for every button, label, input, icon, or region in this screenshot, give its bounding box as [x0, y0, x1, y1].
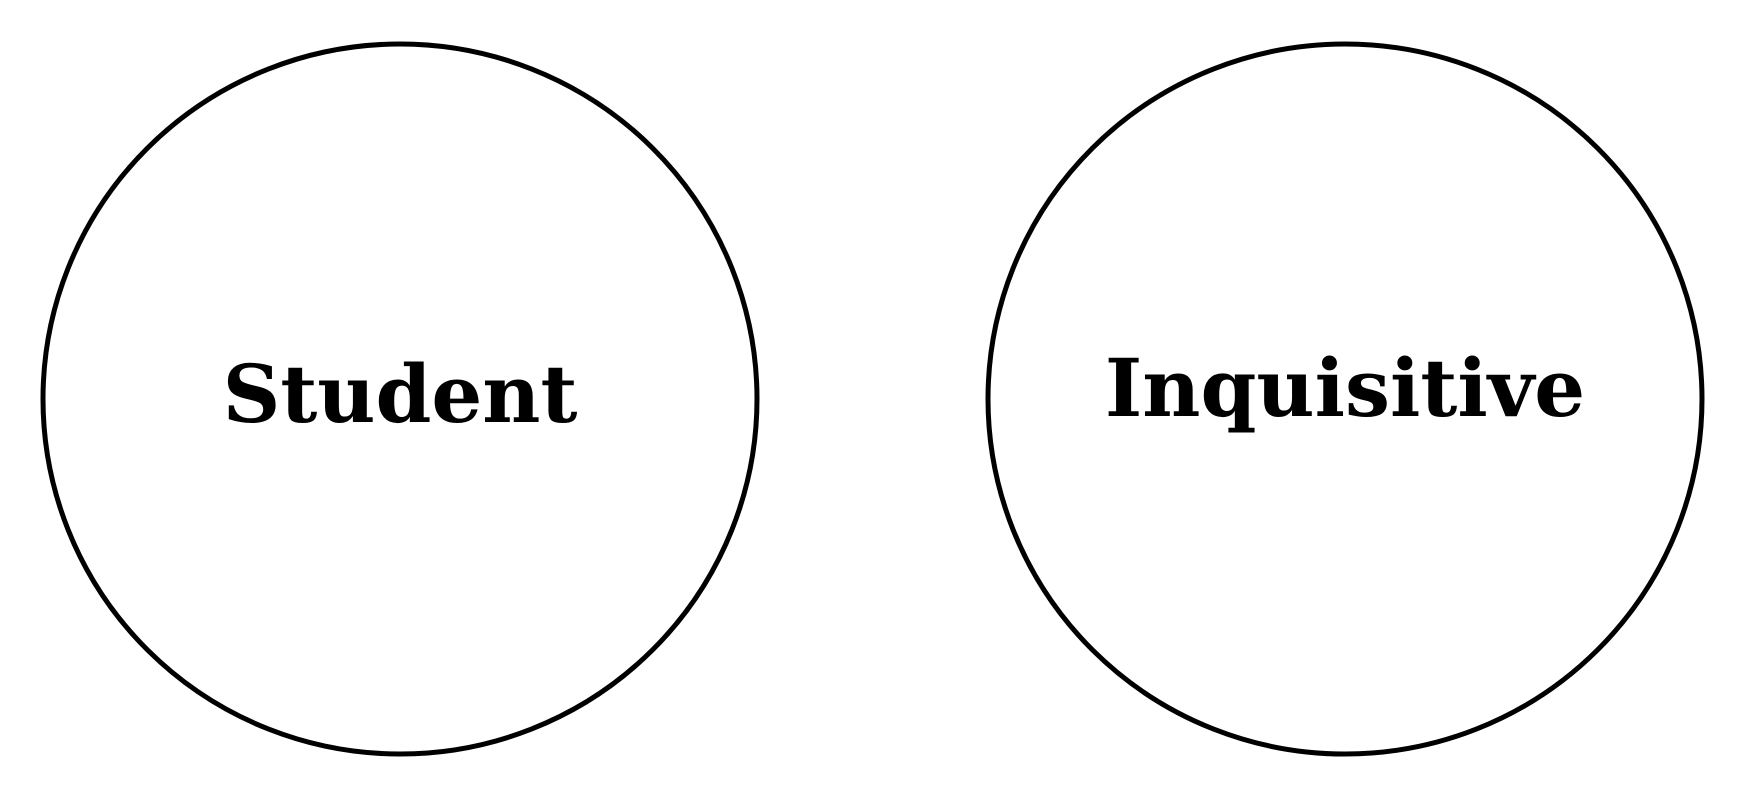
node-inquisitive: Inquisitive: [985, 41, 1705, 757]
node-student-label: Student: [223, 347, 578, 441]
node-inquisitive-circle: [985, 41, 1705, 757]
node-student-circle: [40, 41, 760, 757]
node-inquisitive-label: Inquisitive: [1105, 341, 1585, 435]
node-student: Student: [40, 41, 760, 757]
